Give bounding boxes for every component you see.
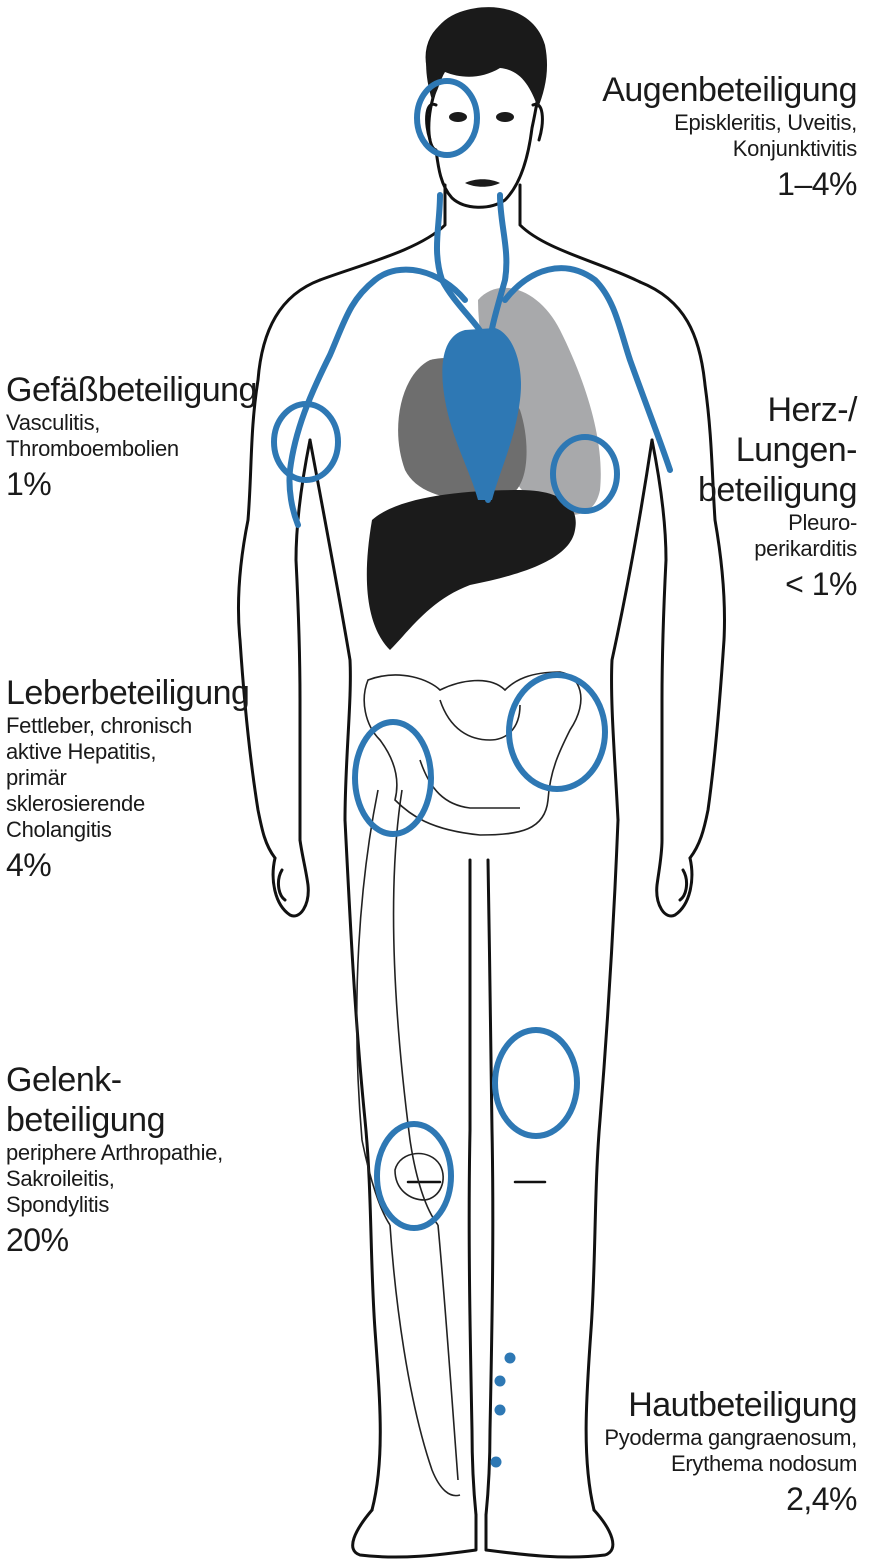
gelenk-title-2: beteiligung — [6, 1100, 223, 1140]
haut-title: Hautbeteiligung — [604, 1385, 857, 1425]
gelenk-desc-3: Spondylitis — [6, 1192, 223, 1218]
gelenk-desc-2: Sakroileitis, — [6, 1166, 223, 1192]
label-leber: Leberbeteiligung Fettleber, chronisch ak… — [6, 673, 249, 885]
herz-percent: < 1% — [698, 566, 857, 604]
label-haut: Hautbeteiligung Pyoderma gangraenosum, E… — [604, 1385, 857, 1519]
augen-desc-1: Episkleritis, Uveitis, — [602, 110, 857, 136]
haut-desc-2: Erythema nodosum — [604, 1451, 857, 1477]
hair — [426, 7, 547, 108]
body-outline — [238, 11, 724, 1557]
label-herz: Herz-/ Lungen- beteiligung Pleuro- perik… — [698, 390, 857, 604]
herz-title-3: beteiligung — [698, 470, 857, 510]
leber-percent: 4% — [6, 847, 249, 885]
thigh-circle-marker — [495, 1030, 577, 1136]
gelenk-percent: 20% — [6, 1222, 223, 1260]
herz-desc-1: Pleuro- — [698, 510, 857, 536]
augen-desc-2: Konjunktivitis — [602, 136, 857, 162]
liver-shape — [367, 490, 576, 650]
herz-title-1: Herz-/ — [698, 390, 857, 430]
leber-desc-2: aktive Hepatitis, — [6, 739, 249, 765]
hip-circle-marker — [355, 722, 431, 834]
gefaess-title: Gefäßbeteiligung — [6, 370, 257, 410]
gelenk-desc-1: periphere Arthropathie, — [6, 1140, 223, 1166]
leber-title: Leberbeteiligung — [6, 673, 249, 713]
skin-dot-marker — [491, 1353, 516, 1468]
label-gefaess: Gefäßbeteiligung Vasculitis, Thromboembo… — [6, 370, 257, 504]
haut-desc-1: Pyoderma gangraenosum, — [604, 1425, 857, 1451]
leber-desc-1: Fettleber, chronisch — [6, 713, 249, 739]
leber-desc-4: sklerosierende — [6, 791, 249, 817]
knee-circle-marker — [377, 1124, 451, 1228]
gelenk-title-1: Gelenk- — [6, 1060, 223, 1100]
leber-desc-5: Cholangitis — [6, 817, 249, 843]
haut-percent: 2,4% — [604, 1481, 857, 1519]
herz-title-2: Lungen- — [698, 430, 857, 470]
leber-desc-3: primär — [6, 765, 249, 791]
gefaess-percent: 1% — [6, 466, 257, 504]
augen-title: Augenbeteiligung — [602, 70, 857, 110]
pelvis-circle-marker — [509, 675, 605, 789]
label-gelenk: Gelenk- beteiligung periphere Arthropath… — [6, 1060, 223, 1260]
gefaess-desc-1: Vasculitis, — [6, 410, 257, 436]
herz-desc-2: perikarditis — [698, 536, 857, 562]
label-augen: Augenbeteiligung Episkleritis, Uveitis, … — [602, 70, 857, 204]
gefaess-desc-2: Thromboembolien — [6, 436, 257, 462]
augen-percent: 1–4% — [602, 166, 857, 204]
